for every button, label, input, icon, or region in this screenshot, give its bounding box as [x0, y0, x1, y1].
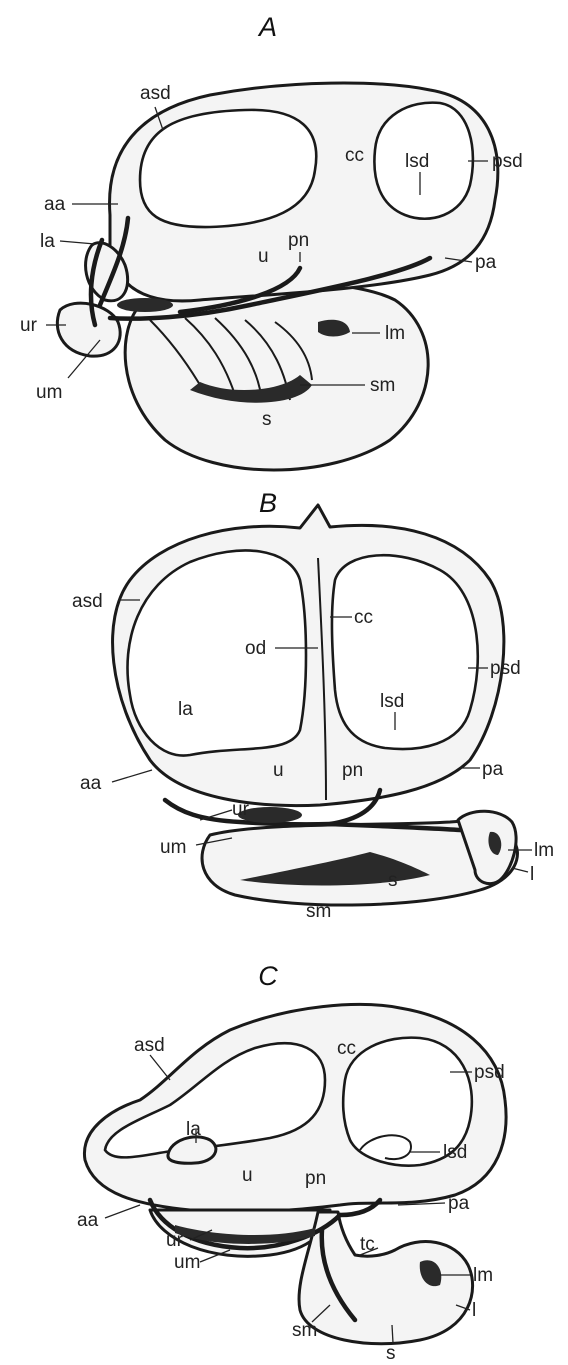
panel-a-utricular-recess: [57, 303, 120, 356]
panel-b-label-psd: psd: [490, 658, 521, 679]
panel-c-label-cc: cc: [337, 1038, 356, 1059]
panel-a-label-cc: cc: [345, 145, 364, 166]
panel-b-label-aa: aa: [80, 773, 102, 794]
panel-b-label-s: s: [388, 870, 398, 891]
panel-a-label-pn: pn: [288, 230, 309, 251]
panel-a-label-aa: aa: [44, 194, 66, 215]
panel-b-label-cc: cc: [354, 607, 373, 628]
panel-a-title: A: [257, 12, 277, 42]
panel-b-label-sm: sm: [306, 901, 331, 922]
panel-a-utricular-macula: [117, 298, 173, 312]
panel-c-label-um: um: [174, 1252, 200, 1273]
panel-c-label-u: u: [242, 1165, 253, 1186]
panel-b-label-lm: lm: [534, 840, 554, 861]
panel-c-label-aa: aa: [77, 1210, 99, 1231]
panel-c-title: C: [258, 961, 278, 991]
panel-b-title: B: [259, 488, 277, 518]
panel-b-label-od: od: [245, 638, 266, 659]
panel-c-label-pa: pa: [448, 1193, 470, 1214]
panel-b-label-pn: pn: [342, 760, 363, 781]
panel-a-label-psd: psd: [492, 151, 523, 172]
panel-a-anterior-canal-lumen: [140, 110, 316, 227]
panel-b-label-asd: asd: [72, 591, 103, 612]
panel-a-label-u: u: [258, 246, 269, 267]
panel-b-label-um: um: [160, 837, 186, 858]
panel-a-label-ur: ur: [20, 315, 38, 336]
panel-a-label-lm: lm: [385, 323, 405, 344]
panel-c-label-psd: psd: [474, 1062, 505, 1083]
panel-b-label-u: u: [273, 760, 284, 781]
panel-c-lagena: [299, 1212, 473, 1344]
panel-a-label-um: um: [36, 382, 62, 403]
panel-c-label-sm: sm: [292, 1320, 317, 1341]
panel-a-label-la: la: [40, 231, 55, 252]
panel-a-label-asd: asd: [140, 83, 171, 104]
panel-b: B asd cc od psd la lsd u pn: [72, 488, 554, 922]
panel-b-label-ur: ur: [232, 799, 250, 820]
panel-c-label-tc: tc: [360, 1234, 375, 1255]
panel-b-label-lsd: lsd: [380, 691, 404, 712]
panel-a-label-sm: sm: [370, 375, 395, 396]
panel-c-label-asd: asd: [134, 1035, 165, 1056]
panel-b-label-la: la: [178, 699, 193, 720]
panel-c-label-pn: pn: [305, 1168, 326, 1189]
panel-c-label-ur: ur: [166, 1230, 184, 1251]
panel-c: C asd cc psd la l: [77, 961, 506, 1364]
panel-c-label-lm: lm: [473, 1265, 493, 1286]
panel-a-label-s: s: [262, 409, 272, 430]
panel-a-label-pa: pa: [475, 252, 497, 273]
panel-c-label-la: la: [186, 1119, 201, 1140]
panel-c-label-lsd: lsd: [443, 1142, 467, 1163]
panel-b-label-l: l: [530, 864, 534, 885]
panel-a-label-lsd: lsd: [405, 151, 429, 172]
panel-a: A: [20, 12, 523, 470]
panel-b-posterior-canal-lumen: [332, 555, 478, 749]
panel-c-label-l: l: [472, 1300, 476, 1321]
panel-b-label-pa: pa: [482, 759, 504, 780]
panel-c-label-s: s: [386, 1343, 396, 1364]
